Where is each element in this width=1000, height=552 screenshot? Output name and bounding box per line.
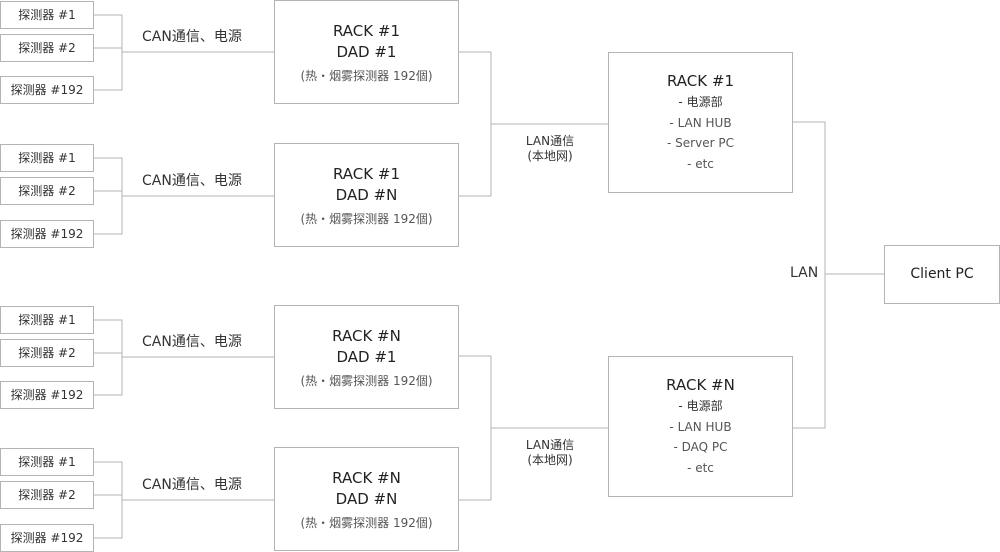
detector-box: 探测器 #192 [0,381,94,409]
can-link-label: CAN通信、电源 [142,173,242,189]
detector-bus-line [94,14,123,91]
lan-link-label-line1: LAN通信 [525,438,575,452]
rack-item: - DAQ PC [673,440,728,454]
rack-title: RACK #N [666,376,735,394]
dad-id-label: DAD #1 [336,348,397,366]
can-link-label: CAN通信、电源 [142,334,242,350]
detector-bus-line [94,319,123,396]
detector-box: 探测器 #2 [0,34,94,62]
lan-link-label-line2: (本地网) [527,149,573,163]
dad-id-label: DAD #N [335,490,398,508]
detector-box: 探测器 #2 [0,481,94,509]
dad-box: RACK #1 DAD #N (热・烟雾探测器 192個) [274,143,459,247]
rack-item: - LAN HUB [669,115,732,130]
dad-rack-label: RACK #1 [332,22,400,40]
lan-link-label-line1: LAN通信 [525,134,575,148]
dad-rack-label: RACK #1 [332,165,400,183]
rack-item: - etc [687,156,714,171]
lan-bus-line [459,355,492,501]
detector-bus-line [94,461,123,539]
rack-item: - Server PC [667,136,734,150]
detector-box: 探测器 #2 [0,339,94,367]
dad-rack-label: RACK #N [332,327,401,345]
detector-box: 探测器 #1 [0,306,94,334]
rack-title: RACK #1 [666,72,734,90]
detector-box: 探测器 #192 [0,76,94,104]
detector-bus-line [94,157,123,235]
detector-box: 探测器 #1 [0,1,94,29]
rack-item: - etc [687,460,714,475]
dad-box: RACK #1 DAD #1 (热・烟雾探测器 192個) [274,0,459,104]
can-link-label: CAN通信、电源 [142,29,242,45]
can-link-label: CAN通信、电源 [142,477,242,493]
dad-detector-count: (热・烟雾探测器 192個) [300,374,433,388]
lan-link-label: LAN通信 (本地网) [510,134,590,164]
rack-item: - 电源部 [678,399,723,413]
client-pc-box: Client PC [884,245,1000,304]
rack-box: RACK #1 - 电源部 - LAN HUB - Server PC - et… [608,52,793,193]
lan-link-label: LAN通信 (本地网) [510,438,590,468]
detector-box: 探测器 #192 [0,524,94,552]
dad-box: RACK #N DAD #N (热・烟雾探测器 192個) [274,447,459,551]
detector-box: 探测器 #1 [0,448,94,476]
rack-item: - LAN HUB [669,419,732,434]
detector-box: 探测器 #2 [0,177,94,205]
detector-box: 探测器 #1 [0,144,94,172]
lan-bus-line [459,51,492,197]
rack-box: RACK #N - 电源部 - LAN HUB - DAQ PC - etc [608,356,793,497]
dad-detector-count: (热・烟雾探测器 192個) [300,212,433,226]
dad-id-label: DAD #N [335,186,398,204]
rack-item: - 电源部 [678,95,723,109]
dad-box: RACK #N DAD #1 (热・烟雾探测器 192個) [274,305,459,409]
dad-detector-count: (热・烟雾探测器 192個) [300,516,433,530]
dad-id-label: DAD #1 [336,43,397,61]
lan-bus-line [793,121,826,429]
detector-box: 探测器 #192 [0,220,94,248]
dad-rack-label: RACK #N [332,469,401,487]
dad-detector-count: (热・烟雾探测器 192個) [300,69,433,83]
lan-link-label-line2: (本地网) [527,453,573,467]
lan-label: LAN [790,265,819,281]
